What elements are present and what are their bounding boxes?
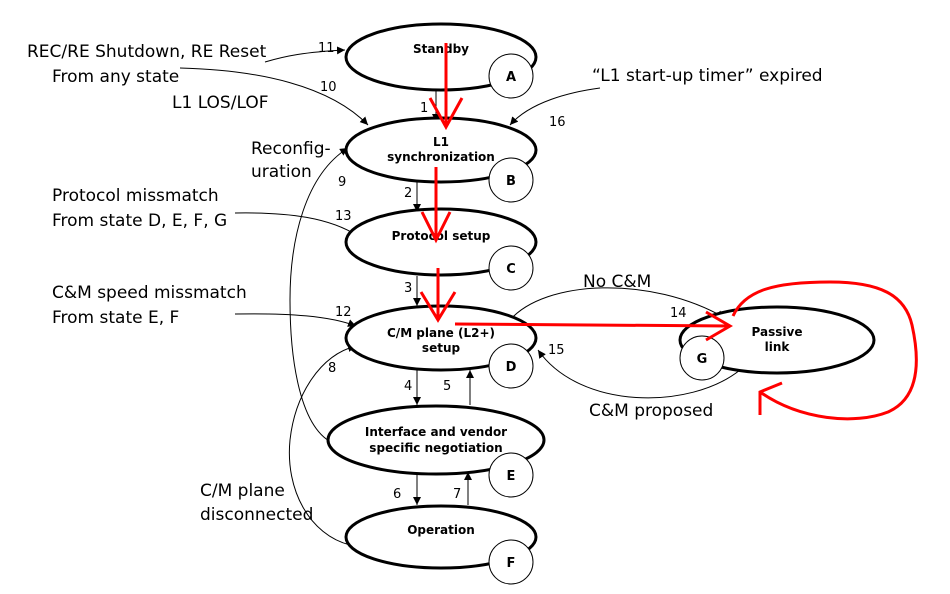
label-speed-mismatch-line1: C&M speed missmatch [52, 283, 247, 303]
transition-number-3: 3 [404, 281, 412, 296]
state-operation: Operation F [344, 504, 538, 585]
transition-numbers: 1 2 3 4 5 6 7 8 9 10 11 12 13 14 15 16 [318, 41, 687, 502]
label-protocol-mismatch-line1: Protocol missmatch [52, 186, 219, 206]
state-interface-label-line2: specific negotiation [369, 441, 502, 455]
state-passive-label-line1: Passive [752, 325, 803, 339]
state-l1-label-line1: L1 [433, 135, 449, 149]
state-cm-plane-setup: C/M plane (L2+) setup D [344, 304, 538, 389]
transition-8-arrow [288, 344, 357, 546]
state-interface-letter: E [507, 469, 516, 484]
state-protocol-label: Protocol setup [392, 229, 491, 243]
label-shutdown-line1: REC/RE Shutdown, RE Reset [27, 42, 267, 62]
transition-16-arrow [509, 87, 601, 126]
state-cm-label-line1: C/M plane (L2+) [387, 326, 495, 340]
label-los-lof: L1 LOS/LOF [172, 93, 268, 113]
transition-12-arrow [234, 313, 357, 327]
label-reconfig-line1: Reconfig- [251, 139, 331, 159]
red-arrowhead-self-loop [758, 381, 783, 415]
transition-number-8: 8 [328, 361, 336, 376]
transition-14-arrow [509, 287, 726, 321]
red-self-loop [731, 280, 918, 421]
transition-10-arrow [179, 67, 369, 126]
state-cm-letter: D [506, 360, 517, 375]
transition-number-15: 15 [548, 343, 565, 358]
label-timer-expired: “L1 start-up timer” expired [592, 66, 823, 86]
transition-number-5: 5 [443, 379, 451, 394]
transition-13-arrow [234, 212, 359, 237]
red-arrow-cm-passive [454, 322, 731, 328]
external-labels: REC/RE Shutdown, RE Reset From any state… [27, 42, 823, 525]
state-protocol-setup: Protocol setup C [344, 207, 538, 291]
transition-11-arrow [264, 46, 346, 63]
label-reconfig-line2: uration [251, 162, 312, 182]
transition-9-arrow [289, 147, 349, 445]
transition-number-7: 7 [453, 487, 461, 502]
transition-number-11: 11 [318, 41, 335, 56]
label-cm-disconnected-line2: disconnected [200, 505, 313, 525]
state-passive-link: Passive link G [678, 305, 876, 381]
state-l1-label-line2: synchronization [387, 150, 495, 164]
state-standby-label: Standby [413, 42, 469, 56]
state-l1-letter: B [506, 174, 516, 189]
transition-number-4: 4 [404, 379, 412, 394]
transition-number-14: 14 [670, 306, 687, 321]
state-passive-letter: G [697, 352, 708, 367]
red-annotations [419, 43, 918, 421]
state-operation-letter: F [507, 556, 516, 571]
transition-number-12: 12 [335, 305, 352, 320]
red-arrowhead-protocol-cm [419, 291, 457, 323]
state-standby-letter: A [506, 70, 516, 85]
red-arrowhead-cm-passive [705, 310, 733, 342]
state-passive-label-line2: link [765, 340, 791, 354]
red-arrowhead-standby-l1 [428, 97, 464, 131]
label-cm-disconnected-line1: C/M plane [200, 481, 285, 501]
state-standby: Standby A [344, 22, 538, 99]
transition-number-13: 13 [335, 209, 352, 224]
state-l1-synchronization: L1 synchronization B [344, 116, 538, 203]
transition-number-6: 6 [393, 487, 401, 502]
state-operation-label: Operation [407, 523, 475, 537]
transition-number-16: 16 [549, 115, 566, 130]
red-arrowhead-l1-protocol [420, 211, 452, 244]
label-no-cm: No C&M [583, 272, 651, 292]
transition-number-9: 9 [338, 175, 346, 190]
transition-lines [179, 46, 741, 546]
transition-15-arrow [537, 349, 741, 399]
label-protocol-mismatch-line2: From state D, E, F, G [52, 211, 227, 231]
transition-number-1: 1 [420, 101, 428, 116]
state-protocol-letter: C [506, 262, 516, 277]
state-interface-label-line1: Interface and vendor [365, 425, 507, 439]
label-cm-proposed: C&M proposed [589, 401, 713, 421]
label-speed-mismatch-line2: From state E, F [52, 308, 179, 328]
transition-number-2: 2 [404, 186, 412, 201]
state-interface-negotiation: Interface and vendor specific negotiatio… [326, 404, 546, 498]
transition-number-10: 10 [320, 80, 337, 95]
state-cm-label-line2: setup [422, 341, 461, 355]
label-shutdown-line2: From any state [52, 67, 179, 87]
